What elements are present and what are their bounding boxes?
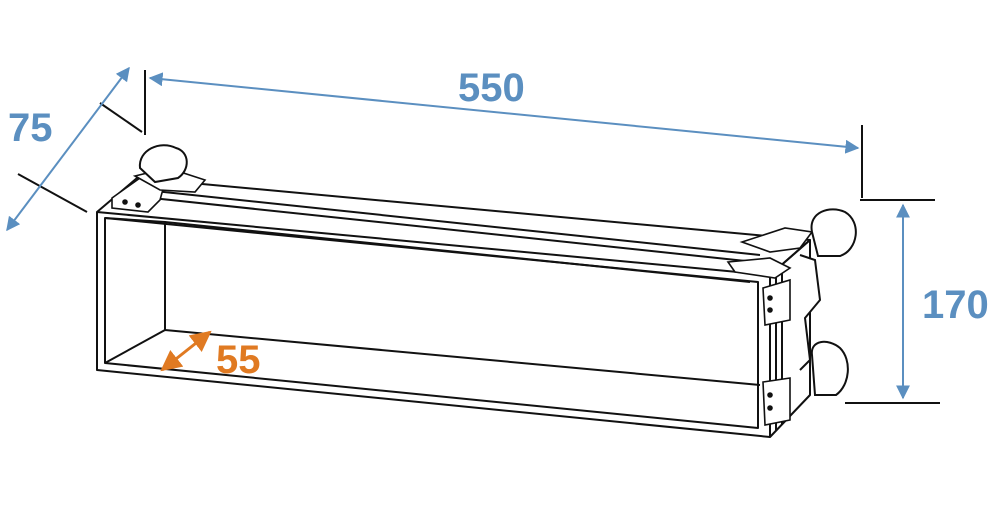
inner-opening-depth bbox=[104, 217, 761, 386]
rack-case-drawing bbox=[96, 177, 811, 438]
depth-arrow bbox=[6, 66, 130, 232]
width-label: 550 bbox=[458, 66, 525, 110]
depth-dimension bbox=[6, 66, 143, 232]
height-dimension bbox=[845, 199, 940, 404]
inner-arrow bbox=[160, 330, 212, 372]
inner-dimension bbox=[160, 330, 212, 372]
corner-bracket-icon bbox=[111, 167, 814, 426]
top-panel-inner-edge bbox=[144, 189, 761, 263]
height-label: 170 bbox=[922, 283, 989, 327]
inner-label: 55 bbox=[216, 338, 261, 382]
width-dimension bbox=[144, 70, 863, 198]
depth-label: 75 bbox=[8, 106, 53, 150]
handle-icon bbox=[138, 144, 857, 396]
width-arrow bbox=[148, 72, 860, 154]
